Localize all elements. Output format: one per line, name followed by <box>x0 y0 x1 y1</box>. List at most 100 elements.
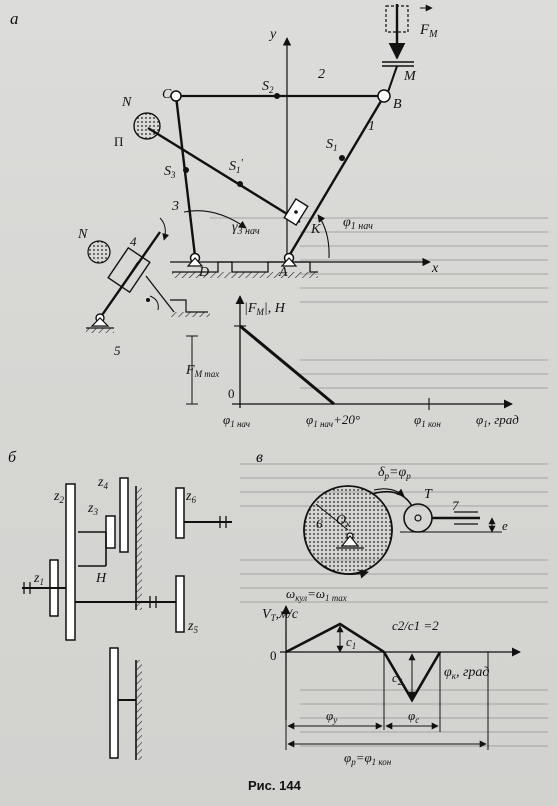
svg-text:φ1 нач+20°: φ1 нач+20° <box>306 412 360 429</box>
gamma-arc <box>183 210 247 229</box>
s1p-label: S <box>229 159 236 174</box>
phic-label: φ <box>408 708 415 723</box>
point-a-label: A <box>278 265 288 280</box>
fm-zero: 0 <box>228 386 235 401</box>
mass-n-low <box>87 240 111 264</box>
link-3-label: 3 <box>171 199 179 214</box>
fm-xunit: φ <box>476 412 483 427</box>
link-4-label: 4 <box>130 234 137 249</box>
s3-label: S <box>164 164 171 179</box>
omega-label: ω <box>286 586 295 601</box>
panel-v-graph: VT,м/с 0 c1 c2 c2/c1 =2 φк, град φу φc φ… <box>262 605 521 767</box>
figure-caption: Рис. 144 <box>248 778 302 793</box>
svg-text:φc: φc <box>408 708 419 725</box>
follower-7-label: 7 <box>452 498 459 513</box>
svg-text:S1': S1' <box>229 157 244 175</box>
svg-text:γ3 нач: γ3 нач <box>232 220 260 237</box>
point-m-label: M <box>403 69 417 84</box>
fm-tick-start: φ <box>223 412 230 427</box>
panel-a-label: а <box>10 9 19 28</box>
fm-ylabel: |F <box>244 301 257 316</box>
cylinder-5 <box>107 246 151 294</box>
cam-6-label: 6 <box>316 516 323 531</box>
offset-e-label: e <box>502 518 508 533</box>
point-s1-prime <box>237 181 243 187</box>
mass-n-top-label: N <box>121 95 132 110</box>
fmax-label: F <box>185 363 195 378</box>
z1-label: z <box>33 571 40 586</box>
gear-z3 <box>105 515 116 549</box>
svg-text:S3: S3 <box>164 164 176 180</box>
phip-label: φ <box>344 750 351 765</box>
phiy-label: φ <box>326 708 333 723</box>
z4-label: z <box>97 475 104 490</box>
point-p-label: П <box>114 134 123 149</box>
svg-text:|FM|, Н: |FM|, Н <box>244 301 286 317</box>
phi-label: φ <box>343 215 351 230</box>
svg-text:φ1 кон: φ1 кон <box>414 412 441 429</box>
vt-zero: 0 <box>270 648 277 663</box>
joint-c <box>170 90 182 102</box>
gear-z4 <box>119 477 129 553</box>
svg-text:φp=φ1 кон: φp=φ1 кон <box>344 750 392 767</box>
x-axis-label: x <box>431 261 439 276</box>
follower-t-label: T <box>424 487 433 502</box>
point-s2 <box>274 93 280 99</box>
gamma-label: γ <box>232 220 238 235</box>
z2-label: z <box>53 489 60 504</box>
force-label: F <box>419 22 430 38</box>
svg-text:z5: z5 <box>187 619 198 635</box>
link-5-label: 5 <box>114 343 121 358</box>
ground-hatch <box>172 272 318 278</box>
phi-arc <box>317 214 330 259</box>
panel-v-cam: в δp=φp T Oк 6 7 e ωкул=ω1 max <box>256 449 508 603</box>
panel-b-label: б <box>8 449 17 466</box>
link-1-label: 1 <box>368 119 375 134</box>
y-axis-label: y <box>268 27 277 42</box>
fm-tick-plus20: φ <box>306 412 313 427</box>
svg-text:S2: S2 <box>262 79 274 95</box>
svg-text:z4: z4 <box>97 475 108 491</box>
z6-label: z <box>185 489 192 504</box>
point-c-label: C <box>162 87 172 102</box>
point-s1 <box>339 155 345 161</box>
svg-text:VT,м/с: VT,м/с <box>262 607 299 623</box>
svg-text:φ1, град: φ1, град <box>476 412 519 429</box>
ratio-label: c2/c1 =2 <box>392 618 439 633</box>
link-pk <box>147 126 301 224</box>
svg-text:z2: z2 <box>53 489 64 505</box>
svg-text:φ1 нач: φ1 нач <box>343 215 373 232</box>
bleed-through-text <box>210 217 548 747</box>
svg-text:ωкул=ω1 max: ωкул=ω1 max <box>286 586 347 603</box>
point-k-label: K <box>310 222 321 237</box>
roller <box>403 503 433 533</box>
z3-label: z <box>87 501 94 516</box>
carrier-h <box>78 531 107 567</box>
carrier-h-label: H <box>95 571 107 586</box>
gear-z2 <box>65 483 76 641</box>
panel-v-label: в <box>256 449 263 466</box>
phik-label: φ <box>444 665 452 680</box>
delta-label: δ <box>378 465 385 480</box>
s1-label: S <box>326 137 333 152</box>
svg-text:z1: z1 <box>33 571 44 587</box>
fm-curve <box>239 324 335 406</box>
mass-n-low-label: N <box>77 227 88 242</box>
svg-text:c1: c1 <box>346 634 356 651</box>
joint-b <box>377 89 391 103</box>
cam-ok-label: O <box>336 513 346 528</box>
c2-label: c <box>392 670 398 685</box>
svg-text:FM max: FM max <box>185 363 219 379</box>
svg-text:δp=φp: δp=φp <box>378 465 411 481</box>
panel-a-mechanism: а y x <box>10 4 439 358</box>
svg-text:FM: FM <box>419 22 438 40</box>
vt-rise <box>285 622 385 654</box>
point-b-label: B <box>393 97 402 112</box>
link-3 <box>174 95 197 257</box>
gear-z5 <box>175 575 185 633</box>
link-2-label: 2 <box>318 67 325 82</box>
gear-z6 <box>175 487 185 539</box>
gear-lower <box>109 647 119 759</box>
